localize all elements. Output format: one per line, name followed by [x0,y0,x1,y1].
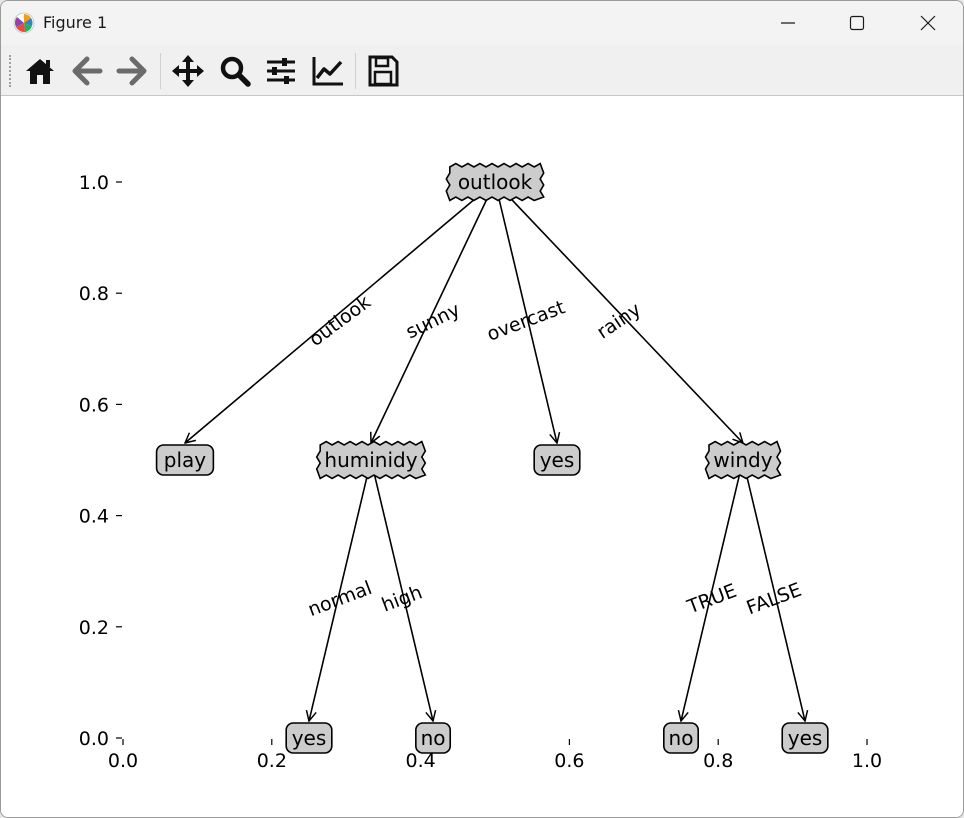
maximize-icon [849,15,865,31]
x-tick-label: 0.2 [257,750,287,772]
x-tick-label: 0.0 [108,750,138,772]
leaf-node-label: no [421,726,446,750]
move-icon [172,55,204,87]
edge-arrow [185,181,496,443]
y-tick-label: 0.2 [79,617,109,639]
tree-nodes: outlook play huminidy yes windy yes no no yes [155,162,829,754]
edge-label: high [379,581,426,616]
edge-arrow [681,459,744,721]
decision-node-box [445,162,545,202]
navigation-toolbar [1,45,963,96]
close-button[interactable] [905,1,951,45]
edge-arrow [494,181,557,443]
close-icon [920,15,936,31]
y-tick-label: 1.0 [79,172,109,194]
leaf-node-box [533,444,581,476]
edge-label: FALSE [744,579,805,620]
edge-label: overcast [484,296,568,345]
leaf-node-box [285,722,333,754]
x-tick-label: 0.8 [703,750,733,772]
title-bar[interactable]: Figure 1 [1,1,963,45]
edit-axis-button[interactable] [311,54,345,88]
back-button[interactable] [70,54,104,88]
arrow-left-icon [72,56,103,86]
y-tick-label: 0.8 [79,283,109,305]
leaf-node-box [781,722,829,754]
decision-node-box [704,440,782,480]
zoom-button[interactable] [218,54,252,88]
edge-label: normal [305,577,375,621]
axes: 0.0 0.2 0.4 0.6 0.8 1.0 0.0 0.2 0.4 0.6 0.8 1.0 [79,172,882,772]
leaf-node-label: yes [292,726,327,750]
magnifier-icon [220,56,251,87]
decision-tree-plot: 0.0 0.2 0.4 0.6 0.8 1.0 0.0 0.2 0.4 0.6 0.8 1.0 out… [79,162,882,772]
chart-line-icon [312,57,343,86]
decision-node-label: windy [713,448,772,472]
edge-label: TRUE [683,580,739,619]
y-tick-label: 0.4 [79,506,109,528]
x-tick-label: 0.6 [554,750,584,772]
save-button[interactable] [366,54,400,88]
decision-node-box [315,440,427,480]
leaf-node-label: yes [788,726,823,750]
leaf-node-label: no [669,726,694,750]
toolbar-separator [160,53,161,89]
forward-button[interactable] [115,54,149,88]
edge-arrow [742,459,805,721]
y-tick-label: 0.0 [79,728,109,750]
home-icon [26,59,54,84]
floppy-disk-icon [368,55,399,87]
decision-node-label: outlook [458,170,533,194]
window-title: Figure 1 [43,13,108,32]
minimize-button[interactable] [765,1,811,45]
figure-canvas[interactable]: 0.0 0.2 0.4 0.6 0.8 1.0 0.0 0.2 0.4 0.6 0.8 1.0 out… [1,96,963,817]
x-tick-label: 0.4 [405,750,435,772]
leaf-node-box [415,722,452,754]
edge-arrow [494,181,743,443]
leaf-node-box [155,444,215,476]
leaf-node-label: yes [540,448,575,472]
arrow-right-icon [116,56,147,86]
edge-arrow [309,459,372,721]
leaf-node-label: play [164,448,207,472]
sliders-icon [267,58,295,84]
leaf-node-box [662,722,699,754]
edge-label: sunny [402,299,463,344]
matplotlib-logo-icon [13,12,35,34]
home-button[interactable] [23,54,57,88]
configure-subplots-button[interactable] [264,54,298,88]
minimize-icon [781,22,795,24]
edge-arrow [370,459,433,721]
y-tick-label: 0.6 [79,394,109,416]
pan-button[interactable] [171,54,205,88]
toolbar-separator [355,53,356,89]
edge-arrow [371,181,496,443]
edge-label: outlook [305,291,375,351]
edge-label: rainy [593,299,645,344]
x-tick-label: 1.0 [852,750,882,772]
decision-node-label: huminidy [324,448,417,472]
maximize-button[interactable] [834,1,880,45]
toolbar-grip[interactable] [9,55,15,87]
